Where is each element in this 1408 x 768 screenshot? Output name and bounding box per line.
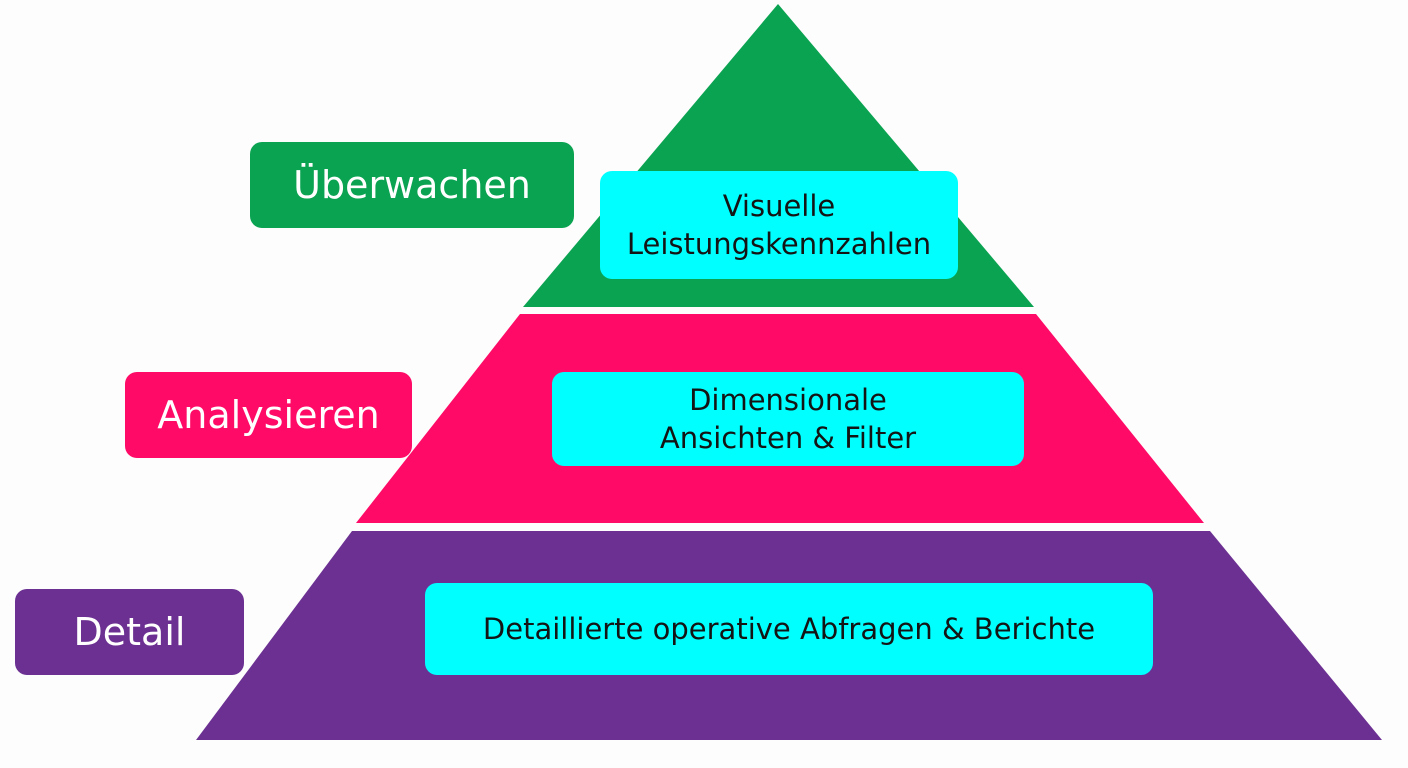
tier-top-description-line1: Visuelle [722, 189, 836, 223]
level-label-detail: Detail [15, 589, 244, 675]
level-label-monitor-text: Überwachen [293, 163, 531, 207]
tier-bottom-description-box: Detaillierte operative Abfragen & Berich… [425, 583, 1153, 675]
tier-bottom-description-line1: Detaillierte operative Abfragen & Berich… [482, 612, 1096, 646]
tier-middle-description-line1: Dimensionale [689, 383, 887, 417]
tier-middle-description-line2: Ansichten & Filter [659, 421, 917, 455]
level-label-analyze: Analysieren [125, 372, 412, 458]
tier-top-description-box: Visuelle Leistungskennzahlen [600, 171, 958, 279]
tier-top-description-line2: Leistungskennzahlen [626, 227, 932, 261]
level-label-monitor: Überwachen [250, 142, 574, 228]
tier-middle-description-box: Dimensionale Ansichten & Filter [552, 372, 1024, 466]
level-label-analyze-text: Analysieren [157, 393, 380, 437]
level-label-detail-text: Detail [73, 610, 186, 654]
